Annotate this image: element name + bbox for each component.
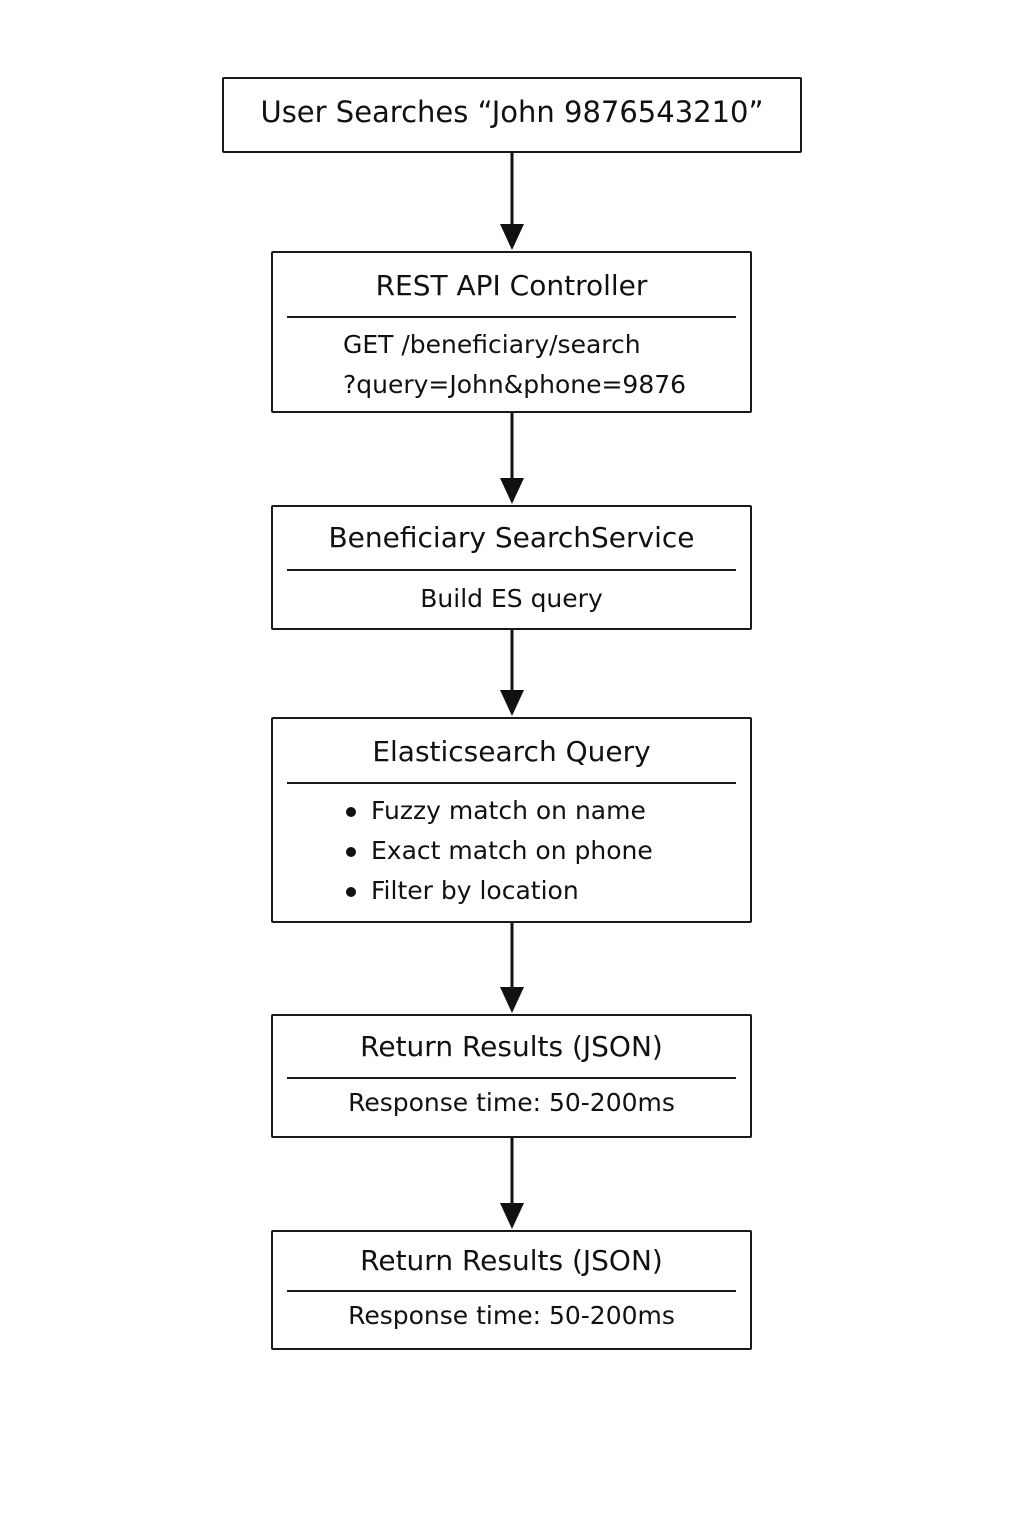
return-results-body-1: Response time: 50-200ms	[273, 1083, 750, 1123]
return-results-node-1: Return Results (JSON) Response time: 50-…	[271, 1014, 752, 1138]
return-results-body-2: Response time: 50-200ms	[273, 1296, 750, 1336]
search-service-title: Beneficiary SearchService	[328, 521, 695, 554]
arrow-search-service-to-es-query	[500, 629, 524, 716]
return-results-response-time-2: Response time: 50-200ms	[348, 1301, 675, 1330]
search-service-line-build: Build ES query	[420, 584, 603, 613]
return-results-title-2: Return Results (JSON)	[360, 1244, 663, 1277]
arrow-user-search-to-rest-api	[500, 152, 524, 250]
es-query-divider	[287, 782, 736, 784]
user-search-title: User Searches “John 9876543210”	[260, 95, 764, 129]
user-search-node: User Searches “John 9876543210”	[222, 77, 802, 153]
search-service-node: Beneficiary SearchService Build ES query	[271, 505, 752, 630]
es-query-bullet-list: Fuzzy match on name Exact match on phone…	[345, 791, 653, 911]
search-service-body: Build ES query	[273, 579, 750, 619]
return-results-divider-1	[287, 1077, 736, 1079]
rest-api-line-querystring: ?query=John&phone=9876	[343, 370, 687, 399]
return-results-title-1: Return Results (JSON)	[360, 1030, 663, 1063]
return-results-node-2: Return Results (JSON) Response time: 50-…	[271, 1230, 752, 1350]
es-query-node: Elasticsearch Query Fuzzy match on name …	[271, 717, 752, 923]
rest-api-title: REST API Controller	[375, 269, 648, 302]
arrow-return-results-1-to-return-results-2	[500, 1137, 524, 1229]
rest-api-body: GET /beneficiary/search ?query=John&phon…	[343, 325, 686, 405]
es-query-bullet-exact: Exact match on phone	[345, 831, 653, 871]
return-results-response-time-1: Response time: 50-200ms	[348, 1088, 675, 1117]
es-query-body: Fuzzy match on name Exact match on phone…	[345, 791, 653, 911]
rest-api-divider	[287, 316, 736, 318]
rest-api-line-endpoint: GET /beneficiary/search	[343, 330, 641, 359]
return-results-divider-2	[287, 1290, 736, 1292]
arrow-es-query-to-return-results-1	[500, 922, 524, 1013]
search-service-divider	[287, 569, 736, 571]
arrow-rest-api-to-search-service	[500, 412, 524, 504]
es-query-bullet-fuzzy: Fuzzy match on name	[345, 791, 653, 831]
rest-api-node: REST API Controller GET /beneficiary/sea…	[271, 251, 752, 413]
es-query-title: Elasticsearch Query	[372, 735, 651, 768]
es-query-bullet-filter: Filter by location	[345, 871, 653, 911]
